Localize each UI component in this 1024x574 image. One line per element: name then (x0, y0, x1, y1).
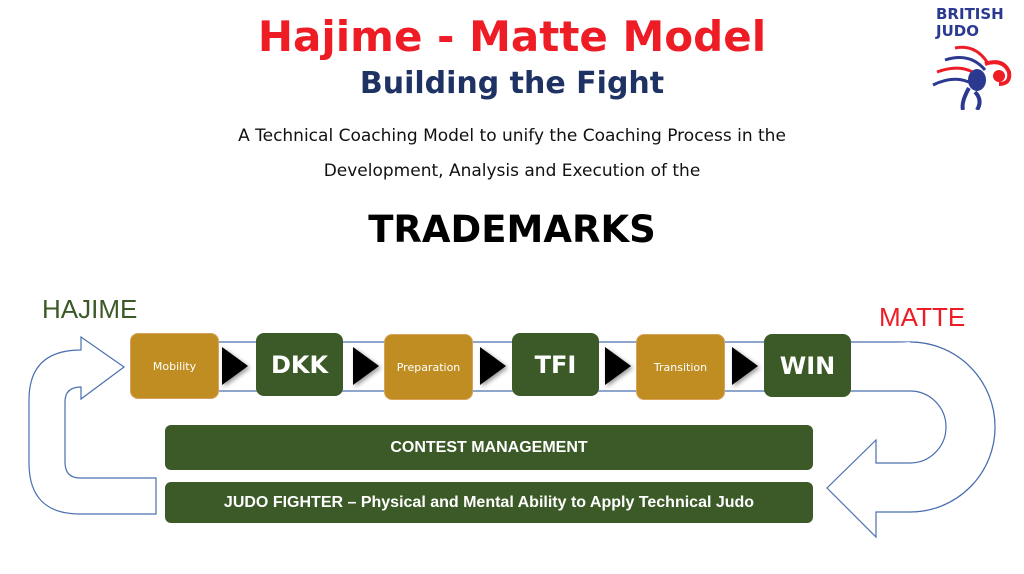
slide-subtitle: Building the Fight (359, 66, 665, 101)
slide-title: Hajime - Matte Model (257, 12, 767, 61)
matte-label: MATTE (879, 302, 966, 332)
step-mobility: Mobility (130, 333, 219, 399)
contest-management-bar: CONTEST MANAGEMENT (165, 425, 813, 470)
description-line-1: A Technical Coaching Model to unify the … (238, 126, 786, 146)
step-tfi: TFI (512, 333, 599, 396)
british-judo-logo: BRITISH JUDO (925, 6, 1020, 116)
arrow-right-icon (605, 347, 631, 385)
judo-figure-icon (932, 45, 1012, 112)
step-win: WIN (764, 334, 851, 397)
arrow-right-icon (222, 347, 248, 385)
arrow-right-icon (353, 347, 379, 385)
trademarks-heading: TRADEMARKS (368, 208, 656, 251)
logo-text-line2: JUDO (936, 22, 979, 40)
hajime-loop-arrow (28, 335, 157, 515)
step-dkk: DKK (256, 333, 343, 396)
arrow-right-icon (732, 347, 758, 385)
judo-fighter-bar: JUDO FIGHTER – Physical and Mental Abili… (165, 482, 813, 523)
description-line-2: Development, Analysis and Execution of t… (323, 161, 701, 181)
arrow-right-icon (480, 347, 506, 385)
step-transition: Transition (636, 334, 725, 400)
hajime-label: HAJIME (42, 294, 138, 324)
step-preparation: Preparation (384, 334, 473, 400)
logo-text-line1: BRITISH (936, 5, 1004, 23)
